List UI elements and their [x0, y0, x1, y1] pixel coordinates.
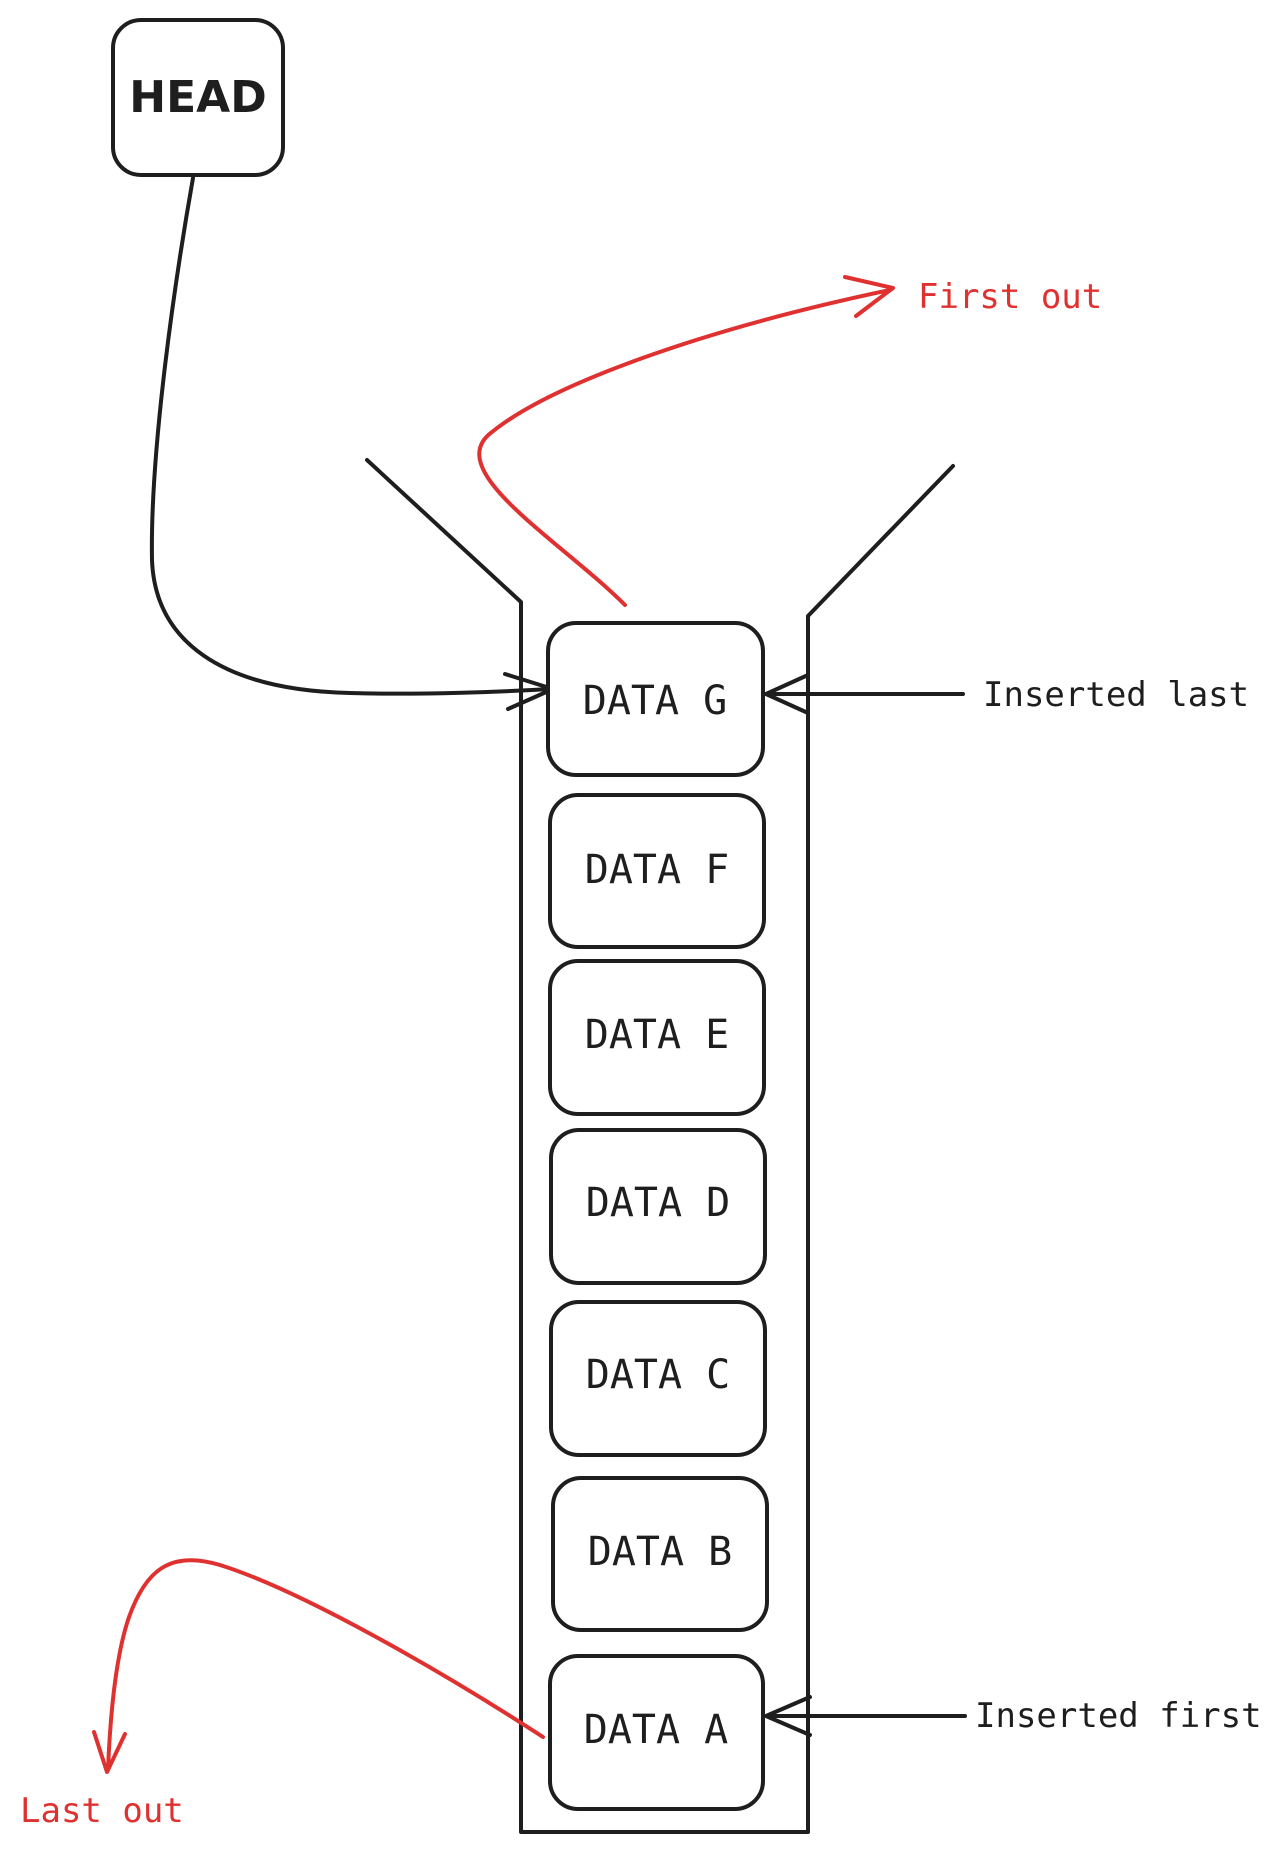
head-node: HEAD [111, 18, 285, 177]
data-node-a: DATA A [548, 1654, 765, 1811]
data-node-f: DATA F [548, 793, 766, 949]
data-node-e: DATA E [548, 959, 766, 1116]
data-node-b-label: DATA B [588, 1529, 733, 1575]
data-node-a-label: DATA A [584, 1707, 729, 1753]
inserted-first-arrowhead [764, 1695, 812, 1737]
data-node-g: DATA G [546, 621, 765, 777]
last-out-arrow [106, 1558, 545, 1772]
first-out-label: First out [918, 277, 1102, 317]
head-label: HEAD [129, 72, 266, 123]
head-pointer-line [149, 176, 552, 696]
first-out-arrow [477, 288, 892, 607]
inserted-first-label: Inserted first [975, 1696, 1262, 1736]
last-out-label: Last out [20, 1791, 184, 1831]
data-node-d-label: DATA D [586, 1180, 731, 1226]
data-node-c: DATA C [549, 1300, 767, 1457]
data-node-g-label: DATA G [583, 678, 728, 724]
last-out-arrowhead [92, 1730, 127, 1774]
inserted-last-arrowhead [764, 673, 810, 715]
first-out-arrowhead [843, 275, 895, 318]
data-node-b: DATA B [551, 1476, 769, 1632]
inserted-last-label: Inserted last [983, 675, 1249, 715]
data-node-c-label: DATA C [586, 1352, 731, 1398]
stack-container [365, 458, 955, 1834]
data-node-d: DATA D [549, 1128, 767, 1285]
data-node-e-label: DATA E [585, 1012, 730, 1058]
data-node-f-label: DATA F [585, 847, 730, 893]
